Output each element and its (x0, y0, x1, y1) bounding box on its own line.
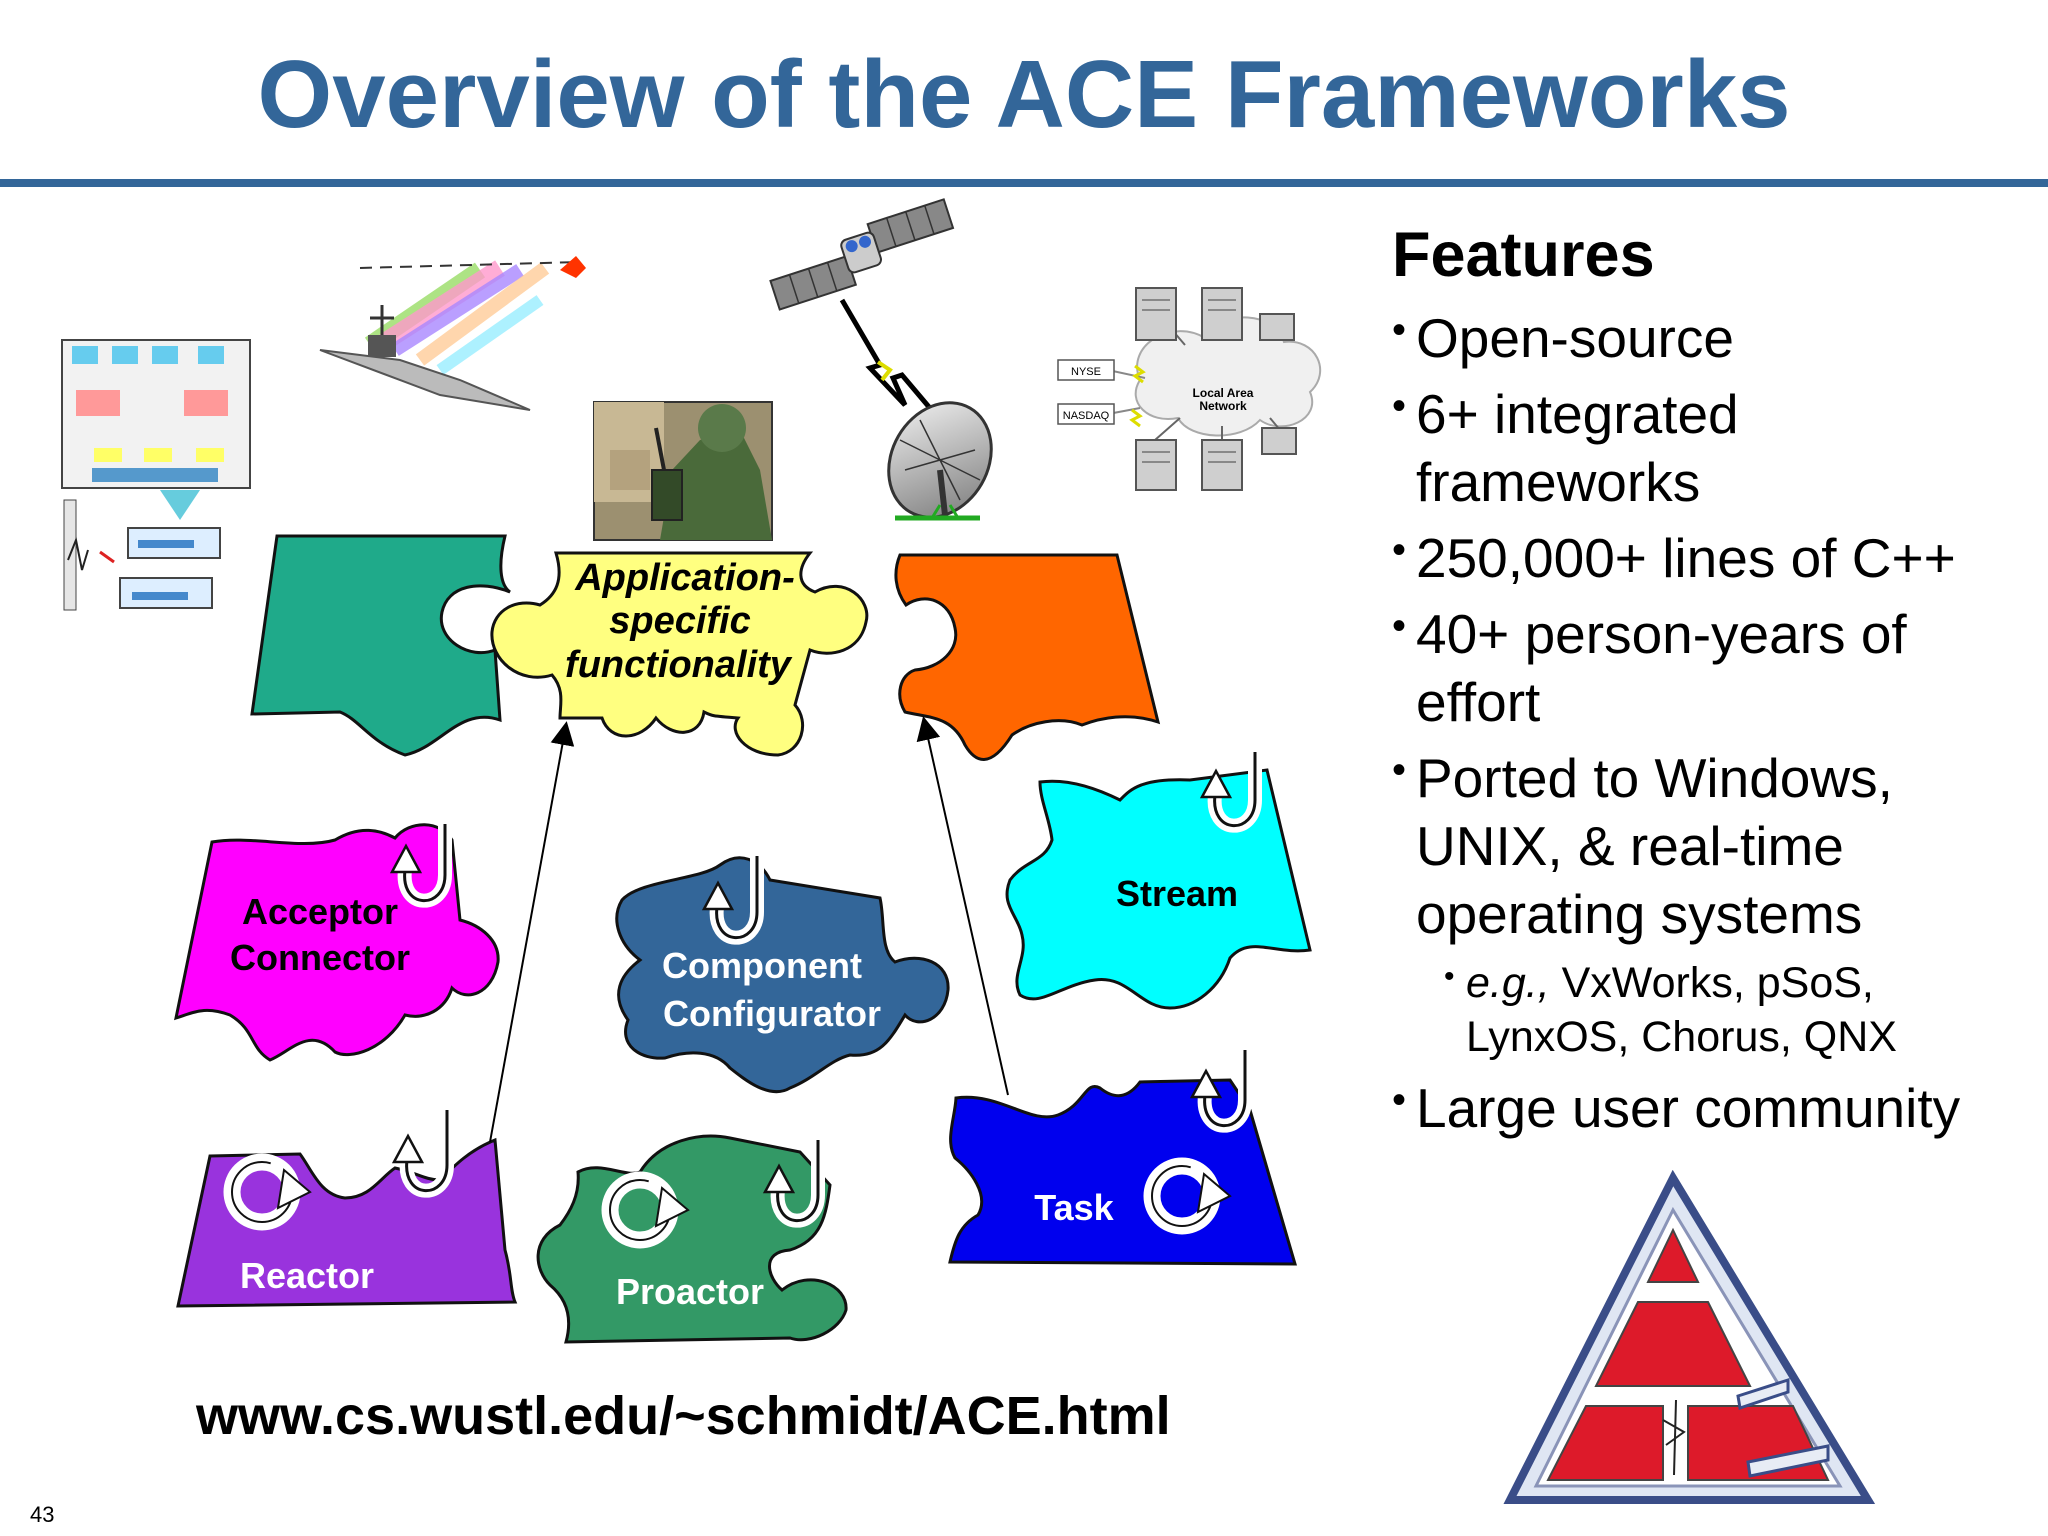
feature-text: Open-source (1416, 307, 1734, 370)
nyse-label: NYSE (1071, 366, 1101, 378)
feature-text: operating systems (1416, 883, 1863, 946)
trading-network-picture: Local Area Network NYSE NASDAQ (1057, 287, 1322, 491)
feature-text: effort (1416, 671, 1541, 734)
stream-label: Stream (1116, 873, 1238, 914)
feature-text: VxWorks, pSoS, (1549, 959, 1874, 1008)
hook-arrow-icon (391, 1110, 454, 1198)
feature-text: Ported to Windows, (1416, 747, 1893, 810)
feature-text: 250,000+ lines of C++ (1416, 527, 1956, 590)
teal-piece-shape (250, 534, 512, 757)
reactor-to-application-arrow (489, 721, 575, 1143)
orange-puzzle-piece (894, 553, 1161, 761)
acceptor-label-line2: Connector (230, 937, 410, 978)
feature-item: Ported to Windows,UNIX, & real-timeopera… (1392, 736, 2032, 948)
app-label-line2: specific (609, 600, 751, 642)
features-heading: Features (1392, 220, 1655, 290)
feature-text: LynxOS, Chorus, QNX (1466, 1013, 1897, 1062)
feature-subitem: e.g., VxWorks, pSoS, LynxOS, Chorus, QNX (1392, 950, 2032, 1064)
title-underline (0, 179, 2048, 187)
component-piece-shape (615, 856, 950, 1094)
task-to-orange-arrow (916, 716, 1009, 1096)
soldier-photo (593, 401, 773, 541)
proactor-label: Proactor (616, 1271, 764, 1312)
orange-piece-shape (894, 553, 1161, 761)
reactor-piece-shape (176, 1137, 518, 1308)
framework-diagram: Local Area Network NYSE NASDAQ Applicati… (61, 198, 1322, 1344)
feature-item: Open-source (1392, 296, 2032, 372)
component-configurator-piece: Component Configurator (615, 856, 950, 1094)
ace-logo (1503, 1170, 1876, 1504)
cycle-arrow-icon (1143, 1157, 1232, 1235)
application-specific-piece: Application- specific functionality (490, 551, 869, 757)
stream-piece: Stream (1005, 752, 1312, 1010)
features-panel: Features Open-source 6+ integratedframew… (1392, 222, 2032, 1150)
feature-text: UNIX, & real-time (1416, 815, 1844, 878)
hook-arrow-icon (762, 1140, 825, 1228)
app-label-line1: Application- (574, 557, 795, 599)
component-label-line1: Component (662, 945, 862, 986)
acceptor-piece-shape (174, 823, 500, 1062)
hook-arrow-icon (1189, 1050, 1252, 1133)
lan-label-line2: Network (1199, 399, 1247, 413)
feature-text: Large user community (1416, 1077, 1961, 1140)
acceptor-connector-piece: Acceptor Connector (174, 823, 500, 1062)
cycle-arrow-icon (601, 1171, 690, 1249)
feature-item: 250,000+ lines of C++ (1392, 516, 2032, 592)
application-piece-shape (490, 551, 869, 757)
task-piece: Task (948, 1050, 1298, 1266)
slide-title: Overview of the ACE Frameworks (257, 41, 1791, 148)
feature-text: 6+ integrated (1416, 383, 1739, 446)
hook-arrow-icon (389, 824, 452, 908)
ship-picture (319, 256, 586, 411)
proactor-piece: Proactor (536, 1134, 848, 1344)
acceptor-label-line1: Acceptor (242, 891, 398, 932)
reactor-label: Reactor (240, 1255, 374, 1296)
cycle-arrow-icon (223, 1153, 312, 1231)
app-label-line3: functionality (565, 644, 793, 686)
teal-puzzle-piece (250, 534, 512, 757)
feature-item: Large user community (1392, 1066, 2032, 1142)
satellite-dish-picture (887, 401, 993, 521)
component-label-line2: Configurator (663, 993, 881, 1034)
task-label: Task (1034, 1187, 1114, 1228)
lan-label-line1: Local Area (1193, 386, 1254, 400)
hook-arrow-icon (701, 856, 764, 945)
nasdaq-label: NASDAQ (1063, 410, 1110, 422)
satellite-picture (769, 198, 955, 422)
page-number: 43 (30, 1502, 55, 1527)
reactor-piece: Reactor (176, 1110, 518, 1308)
hook-arrow-icon (1199, 752, 1262, 833)
feature-text: frameworks (1416, 451, 1701, 514)
project-url: www.cs.wustl.edu/~schmidt/ACE.html (196, 1386, 1171, 1446)
feature-text: 40+ person-years of (1416, 603, 1907, 666)
schematic-picture (61, 339, 251, 611)
feature-eg: e.g., (1466, 959, 1550, 1008)
